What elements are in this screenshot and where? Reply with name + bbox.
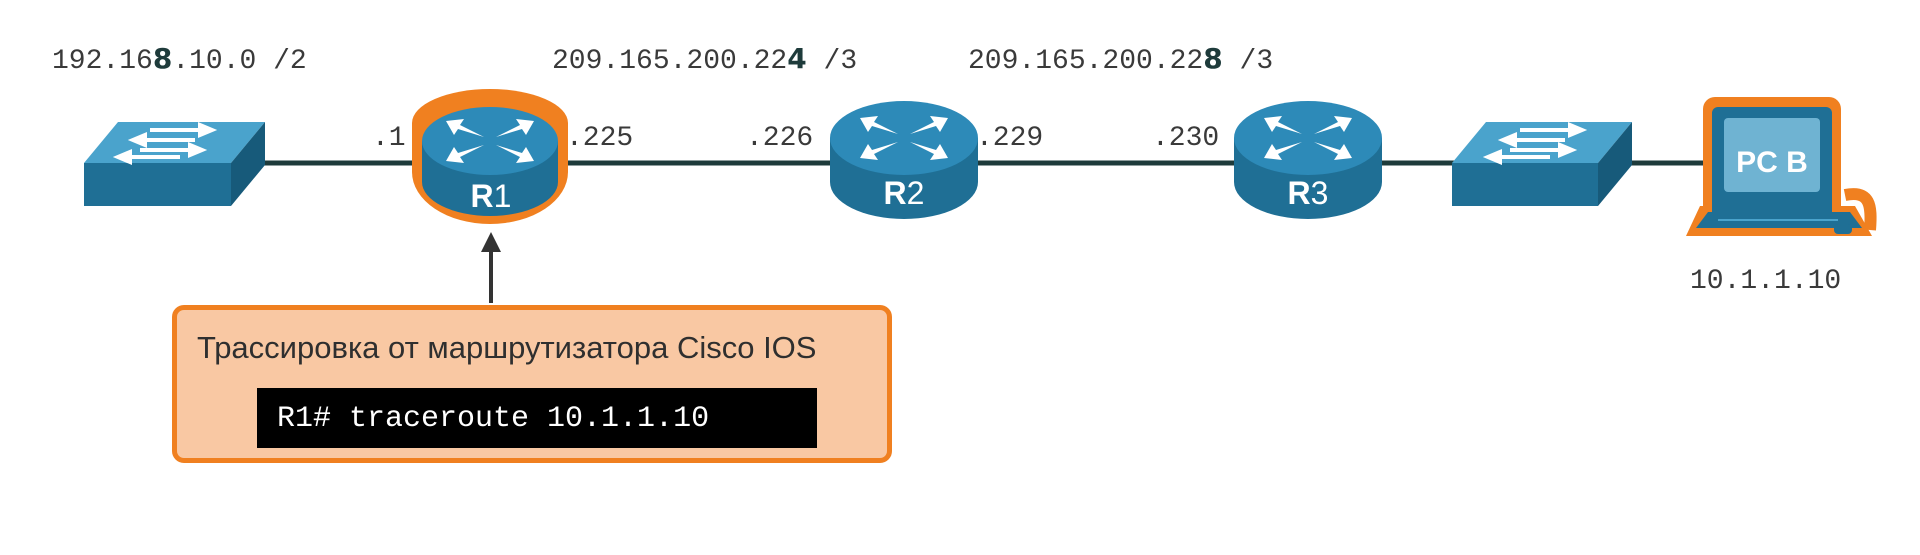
subnet-bold-digit: 8 [1203, 42, 1223, 75]
interface-r2-right: .229 [976, 123, 1044, 154]
subnet-prefix: 209.165.200.22 [968, 46, 1204, 77]
subnet-suffix: /3 [806, 46, 858, 77]
interface-r1-wan: .225 [566, 123, 634, 154]
subnet-label-r1-r2: 209.165.200.224 /3 [552, 42, 888, 77]
subnet-suffix: /3 [1222, 46, 1274, 77]
interface-r2-left: .226 [746, 123, 814, 154]
router-r1-icon [412, 89, 568, 224]
traceroute-callout: Трассировка от маршрутизатора Cisco IOS … [172, 305, 892, 463]
arrow-up-icon [481, 232, 501, 303]
subnet-bold-digit: 8 [152, 42, 173, 75]
router-r1-label: R1 [471, 178, 512, 214]
switch-left-icon [84, 122, 265, 206]
command-text: R1# traceroute 10.1.1.10 [277, 402, 710, 436]
router-r3-label: R3 [1288, 175, 1329, 211]
callout-title: Трассировка от маршрутизатора Cisco IOS [197, 330, 817, 365]
command-box: R1# traceroute 10.1.1.10 [257, 388, 817, 448]
subnet-label-lan-r1: 192.168.10.0 /2 [52, 42, 320, 77]
pc-b-label: PC B [1736, 146, 1808, 179]
subnet-label-r2-r3: 209.165.200.228 /3 [968, 42, 1304, 77]
interface-r1-lan: .1 [372, 123, 406, 154]
pc-b-ip: 10.1.1.10 [1690, 266, 1842, 297]
subnet-prefix: 192.16 [52, 46, 153, 77]
subnet-bold-digit: 4 [787, 42, 807, 75]
router-r2-icon [830, 101, 978, 219]
subnet-prefix: 209.165.200.22 [552, 46, 788, 77]
router-r2-label: R2 [884, 175, 925, 211]
switch-right-icon [1452, 122, 1632, 206]
subnet-suffix: .10.0 /2 [172, 46, 307, 77]
interface-r3-left: .230 [1152, 123, 1220, 154]
pc-b-icon [1686, 97, 1877, 236]
router-r3-icon [1234, 101, 1382, 219]
